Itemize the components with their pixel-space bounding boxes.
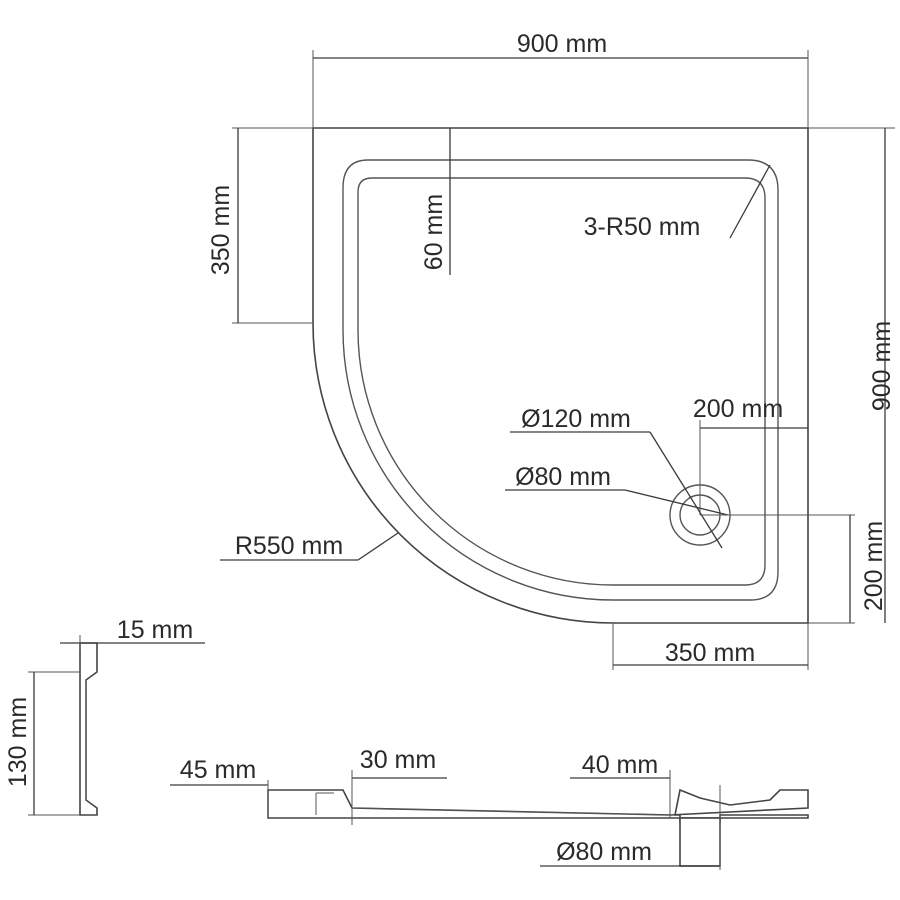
dim-bottom-straight: 350 mm [665, 639, 755, 667]
dim-left-straight: 350 mm [207, 185, 235, 275]
dim-step-b: 40 mm [582, 751, 658, 779]
dim-rim-width: 60 mm [420, 194, 448, 270]
dim-right-height: 900 mm [868, 321, 896, 411]
tray-outer-outline [312, 127, 809, 624]
dim-drain-offset-y: 200 mm [860, 521, 888, 611]
dim-curve-radius: R550 mm [235, 532, 343, 560]
section-outline [267, 788, 809, 823]
dim-profile-thickness: 15 mm [117, 616, 193, 644]
dim-step-a: 30 mm [360, 746, 436, 774]
top-view-dimensions [220, 50, 895, 670]
dim-outlet-diameter: Ø80 mm [556, 838, 652, 866]
tray-basin-outline [357, 177, 766, 586]
edge-profile-outline [79, 642, 98, 816]
tray-rim-outline [342, 159, 779, 601]
dim-corner-radius: 3-R50 mm [584, 213, 701, 241]
dim-drain-offset-x: 200 mm [693, 395, 783, 423]
outlet-pipe [679, 817, 721, 867]
dim-top-width: 900 mm [517, 30, 607, 58]
dim-drain-outer: Ø120 mm [521, 405, 631, 433]
cross-section-view [170, 770, 809, 870]
dim-side-height: 45 mm [180, 756, 256, 784]
dim-drain-inner: Ø80 mm [515, 463, 611, 491]
edge-profile-view [28, 635, 205, 816]
dim-profile-height: 130 mm [4, 697, 32, 787]
tray-top-view [312, 127, 809, 624]
